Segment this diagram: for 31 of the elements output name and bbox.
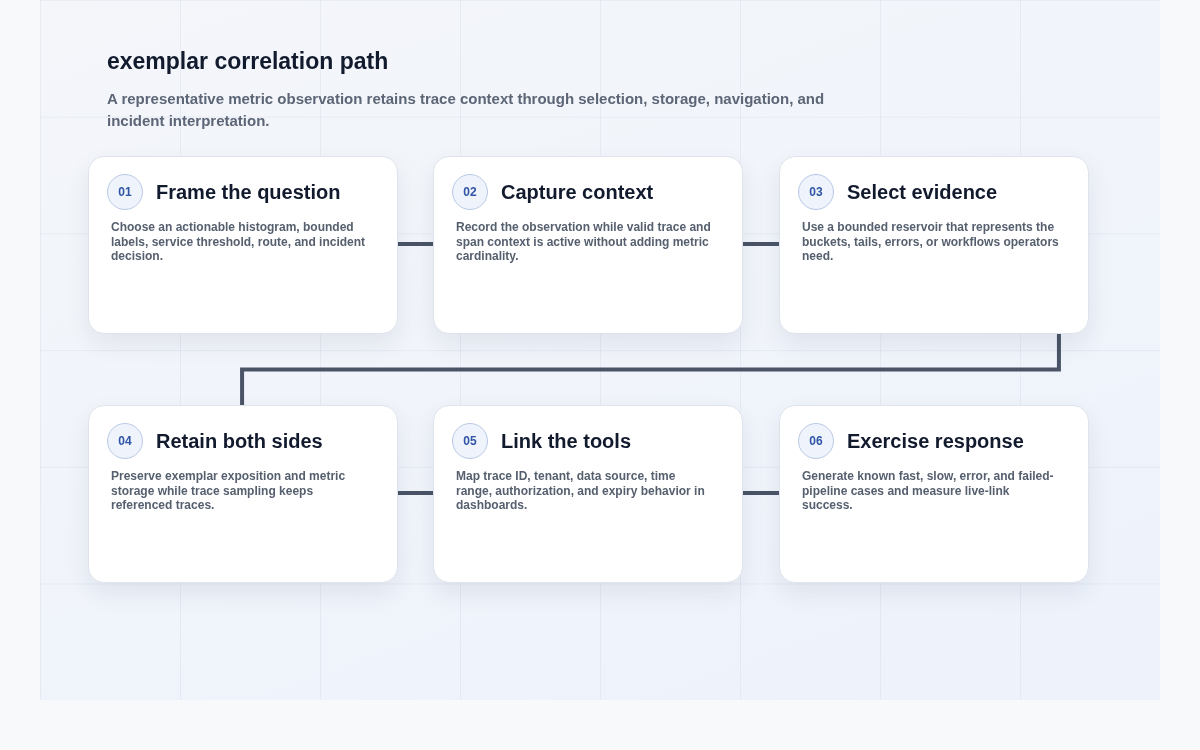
step-description: Record the observation while valid trace and span context is active without adding metric cardinality. bbox=[456, 220, 712, 264]
step-number: 01 bbox=[107, 174, 143, 210]
step-number: 03 bbox=[798, 174, 834, 210]
step-card bbox=[779, 405, 1089, 583]
step-number: 05 bbox=[452, 423, 488, 459]
step-description: Generate known fast, slow, error, and failed-pipeline cases and measure live-link success. bbox=[802, 469, 1055, 513]
connector-line bbox=[398, 491, 433, 495]
connector-line bbox=[743, 242, 779, 246]
step-number: 04 bbox=[107, 423, 143, 459]
step-card bbox=[433, 405, 743, 583]
connector-line bbox=[398, 242, 433, 246]
step-description: Use a bounded reservoir that represents the buckets, tails, errors, or workflows operators need. bbox=[802, 220, 1060, 264]
step-card bbox=[779, 156, 1089, 334]
step-number: 06 bbox=[798, 423, 834, 459]
diagram-title: exemplar correlation path bbox=[107, 48, 389, 75]
step-title: Link the tools bbox=[501, 429, 631, 453]
step-title: Exercise response bbox=[847, 429, 1024, 453]
step-title: Frame the question bbox=[156, 180, 341, 204]
connector-line bbox=[743, 491, 779, 495]
step-card bbox=[88, 405, 398, 583]
step-title: Select evidence bbox=[847, 180, 998, 204]
step-title: Capture context bbox=[501, 180, 654, 204]
step-card bbox=[88, 156, 398, 334]
step-description: Choose an actionable histogram, bounded labels, service threshold, route, and incident decision. bbox=[111, 220, 367, 264]
diagram-subtitle: A representative metric observation retains trace context through selection, storage, navigation, and incident interpretation. bbox=[107, 89, 826, 131]
step-number: 02 bbox=[452, 174, 488, 210]
step-description: Preserve exemplar exposition and metric storage while trace sampling keeps referenced traces. bbox=[111, 469, 347, 513]
step-title: Retain both sides bbox=[156, 429, 323, 453]
step-card bbox=[433, 156, 743, 334]
connector-line bbox=[240, 334, 1061, 405]
step-description: Map trace ID, tenant, data source, time range, authorization, and expiry behavior in dashboards. bbox=[456, 469, 706, 513]
